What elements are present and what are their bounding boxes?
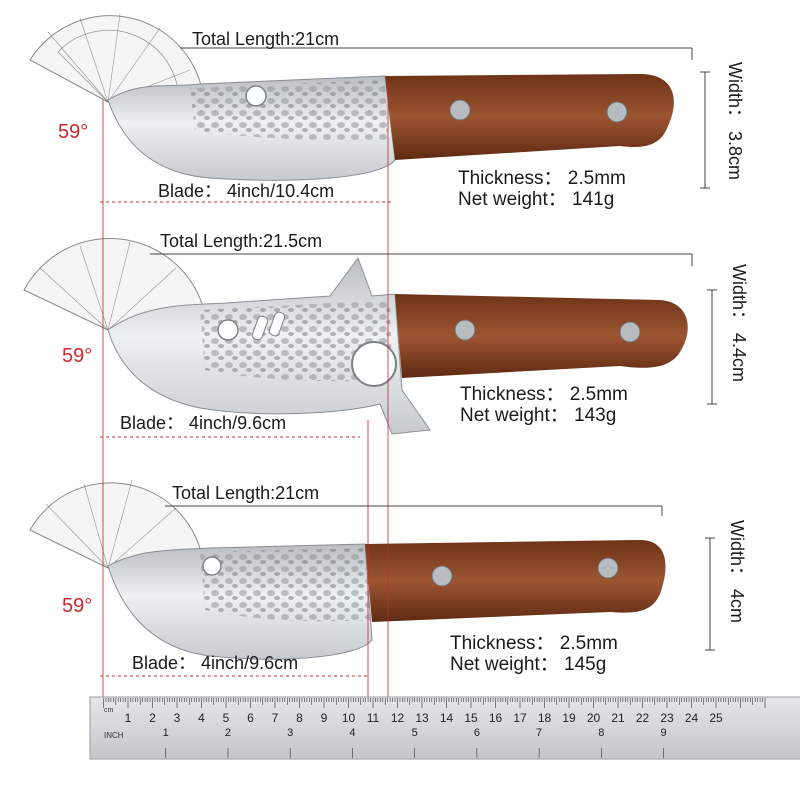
ruler-unit-inch: INCH xyxy=(104,731,124,740)
ruler-cm-label: 2 xyxy=(149,711,156,725)
ruler-cm-label: 19 xyxy=(562,711,576,725)
knife-3-net-weight: Net weight： 145g xyxy=(450,654,607,675)
ruler-cm-label: 14 xyxy=(440,711,454,725)
ruler-ticks xyxy=(103,698,766,708)
ruler-cm-label: 24 xyxy=(685,711,699,725)
guide-lines xyxy=(102,80,389,700)
knife-1-handle xyxy=(385,74,674,160)
knife-1-width: Width： 3.8cm xyxy=(725,62,745,181)
knife-2-handle xyxy=(395,294,688,378)
knife-1-thickness: Thickness： 2.5mm xyxy=(458,168,626,189)
ruler-cm-label: 7 xyxy=(272,711,279,725)
ruler-unit-cm: cm xyxy=(104,707,114,714)
ruler-cm-label: 1 xyxy=(125,711,132,725)
knife-1-specs: Thickness： 2.5mm Net weight： 141g xyxy=(458,168,626,210)
ruler-inch-label: 1 xyxy=(163,727,169,739)
ruler-inch-label: 2 xyxy=(225,727,231,739)
ruler-cm-label: 15 xyxy=(464,711,478,725)
ruler-cm-label: 21 xyxy=(611,711,625,725)
ruler-inch-label: 5 xyxy=(412,727,418,739)
knife-3-blade xyxy=(107,543,373,660)
knife-3-total-length: Total Length:21cm xyxy=(172,483,320,503)
ruler-inch-label: 7 xyxy=(536,727,542,739)
knife-3-specs: Thickness： 2.5mm Net weight： 145g xyxy=(450,633,618,675)
ruler-inch-label: 8 xyxy=(598,727,604,739)
ruler-inch-label: 3 xyxy=(287,727,293,739)
knife-1-blade xyxy=(107,75,396,181)
knife-1-blade-length: Blade： 4inch/10.4cm xyxy=(158,181,335,201)
knife-1-net-weight: Net weight： 141g xyxy=(458,189,615,210)
knife-2-blade-length: Blade： 4inch/9.6cm xyxy=(120,413,287,433)
ruler-inch-labels: 1 2 3 4 5 6 7 8 9 xyxy=(163,727,667,758)
knife-3-handle xyxy=(365,540,666,622)
knife-2-thickness: Thickness： 2.5mm xyxy=(460,384,628,405)
knife-1 xyxy=(29,13,710,203)
ruler-inch-label: 6 xyxy=(474,727,480,739)
ruler-cm-label: 23 xyxy=(660,711,674,725)
ruler-inch-label: 4 xyxy=(349,727,355,739)
ruler-cm-label: 16 xyxy=(489,711,503,725)
knife-3-blade-length: Blade： 4inch/9.6cm xyxy=(132,653,299,673)
ruler-cm-label: 8 xyxy=(296,711,303,725)
ruler-cm-label: 18 xyxy=(538,711,552,725)
ruler-cm-label: 9 xyxy=(321,711,328,725)
ruler-cm-label: 6 xyxy=(247,711,254,725)
ruler-cm-label: 20 xyxy=(587,711,601,725)
knife-3-thickness: Thickness： 2.5mm xyxy=(450,633,618,654)
knife-1-angle: 59° xyxy=(58,121,89,143)
ruler-cm-label: 13 xyxy=(415,711,429,725)
knife-2-total-length: Total Length:21.5cm xyxy=(160,231,323,251)
knife-2-angle: 59° xyxy=(62,345,93,367)
ruler-cm-label: 3 xyxy=(174,711,181,725)
knife-2-blade xyxy=(107,256,431,435)
knife-2-width: Width： 4.4cm xyxy=(729,264,749,383)
ruler-cm-label: 25 xyxy=(709,711,723,725)
knife-3 xyxy=(29,479,715,677)
ruler-cm-label: 10 xyxy=(342,711,356,725)
knife-1-total-length: Total Length:21cm xyxy=(192,29,340,49)
ruler-cm-label: 4 xyxy=(198,711,205,725)
ruler-cm-label: 5 xyxy=(223,711,230,725)
knife-2-net-weight: Net weight： 143g xyxy=(460,405,617,426)
ruler-cm-label: 17 xyxy=(513,711,527,725)
knife-2 xyxy=(23,237,717,438)
knife-2-specs: Thickness： 2.5mm Net weight： 143g xyxy=(460,384,628,426)
ruler-inch-label: 9 xyxy=(661,727,667,739)
knife-3-width: Width： 4cm xyxy=(727,520,747,624)
ruler-cm-label: 11 xyxy=(367,711,380,725)
ruler-cm-label: 22 xyxy=(636,711,650,725)
ruler-cm-label: 12 xyxy=(391,711,405,725)
knife-3-angle: 59° xyxy=(62,595,93,617)
